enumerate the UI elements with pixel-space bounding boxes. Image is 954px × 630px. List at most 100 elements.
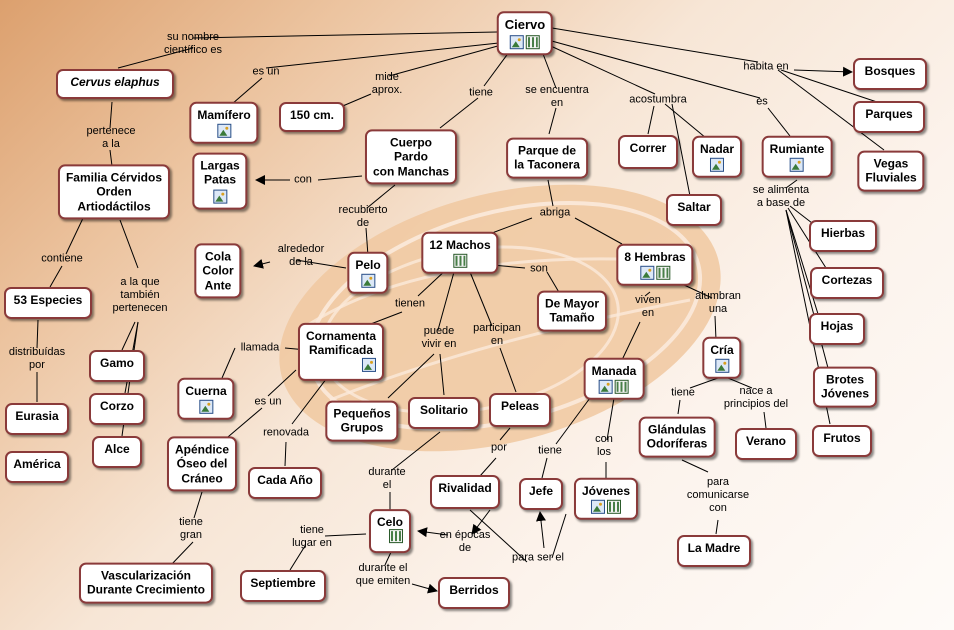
image-icon[interactable] bbox=[591, 500, 605, 515]
connector-line bbox=[499, 427, 511, 441]
node-nadar[interactable]: Nadar bbox=[691, 135, 743, 179]
node-correr[interactable]: Correr bbox=[618, 135, 678, 169]
node-hojas[interactable]: Hojas bbox=[809, 313, 865, 345]
connector-line bbox=[664, 103, 707, 139]
node-vegas-fluviales[interactable]: Vegas Fluviales bbox=[857, 150, 925, 192]
node-ciervo[interactable]: Ciervo bbox=[496, 11, 554, 55]
connector-line bbox=[541, 457, 548, 479]
node-corzo[interactable]: Corzo bbox=[89, 393, 145, 425]
image-icon[interactable] bbox=[709, 158, 724, 173]
node-cada-ano[interactable]: Cada Año bbox=[248, 467, 322, 499]
link-label-es-un-2: es un bbox=[254, 395, 282, 408]
node-cervus-elaphus[interactable]: Cervus elaphus bbox=[56, 69, 174, 99]
node-celo[interactable]: Celo bbox=[368, 509, 412, 553]
connector-line bbox=[284, 441, 287, 467]
node-apendice[interactable]: Apéndice Óseo del Cráneo bbox=[166, 436, 238, 492]
link-label-tiene: tiene bbox=[469, 86, 493, 99]
node-rumiante[interactable]: Rumiante bbox=[761, 135, 833, 179]
connector-line bbox=[437, 271, 455, 331]
node-brotes-jovenes[interactable]: Brotes Jóvenes bbox=[812, 366, 878, 408]
node-parque-taconera[interactable]: Parque de la Taconera bbox=[506, 137, 588, 179]
connector-line bbox=[469, 271, 493, 327]
connector-line bbox=[117, 47, 194, 69]
image-icon[interactable] bbox=[361, 274, 375, 289]
node-12-machos[interactable]: 12 Machos bbox=[421, 231, 499, 275]
node-septiembre[interactable]: Septiembre bbox=[240, 570, 326, 602]
node-familia[interactable]: Familia Cérvidos Orden Artiodáctilos bbox=[57, 164, 171, 220]
image-icon[interactable] bbox=[199, 400, 213, 415]
video-icon[interactable] bbox=[389, 529, 404, 544]
link-label-nace: nace a principios del bbox=[723, 384, 789, 410]
link-label-tiene-3: tiene bbox=[538, 444, 562, 457]
connector-line bbox=[763, 411, 767, 429]
link-label-tiene-lugar: tiene lugar en bbox=[292, 523, 332, 549]
link-label-mide: mide aprox. bbox=[371, 70, 403, 96]
connector-line bbox=[551, 513, 567, 559]
node-vascularizacion[interactable]: Vascularización Durante Crecimiento bbox=[78, 562, 214, 604]
video-icon[interactable] bbox=[526, 34, 540, 49]
image-icon[interactable] bbox=[217, 124, 231, 139]
node-berridos[interactable]: Berridos bbox=[438, 577, 510, 609]
node-de-mayor-tamano[interactable]: De Mayor Tamaño bbox=[536, 290, 608, 332]
image-icon[interactable] bbox=[510, 34, 524, 49]
node-la-madre[interactable]: La Madre bbox=[677, 535, 751, 567]
node-verano[interactable]: Verano bbox=[735, 428, 797, 460]
connector-line bbox=[121, 321, 136, 351]
node-hierbas[interactable]: Hierbas bbox=[809, 220, 877, 252]
video-icon[interactable] bbox=[615, 380, 629, 395]
connector-line bbox=[547, 179, 554, 207]
node-cria[interactable]: Cría bbox=[702, 336, 742, 380]
node-pequenos-grupos[interactable]: Pequeños Grupos bbox=[325, 400, 399, 442]
connector-line bbox=[715, 519, 719, 535]
link-label-tienen: tienen bbox=[395, 297, 425, 310]
node-solitario[interactable]: Solitario bbox=[408, 397, 480, 429]
node-eurasia[interactable]: Eurasia bbox=[5, 403, 69, 435]
link-label-tiene-2: tiene bbox=[671, 386, 695, 399]
video-icon[interactable] bbox=[607, 500, 621, 515]
image-icon[interactable] bbox=[212, 189, 227, 204]
node-cornamenta[interactable]: Cornamenta Ramificada bbox=[297, 322, 385, 382]
connector-line bbox=[265, 41, 509, 69]
link-label-contiene: contiene bbox=[41, 252, 83, 265]
node-peleas[interactable]: Peleas bbox=[489, 393, 551, 427]
node-jovenes[interactable]: Jóvenes bbox=[573, 477, 639, 521]
node-cuerna[interactable]: Cuerna bbox=[177, 377, 235, 421]
connector-line bbox=[366, 184, 396, 209]
node-pelo[interactable]: Pelo bbox=[347, 251, 389, 295]
link-label-habita: habita en bbox=[743, 60, 789, 73]
node-parques[interactable]: Parques bbox=[853, 101, 925, 133]
connector-line bbox=[574, 217, 623, 245]
node-mamifero[interactable]: Mamífero bbox=[189, 101, 259, 145]
node-jefe[interactable]: Jefe bbox=[519, 478, 563, 510]
node-cuerpo[interactable]: Cuerpo Pardo con Manchas bbox=[364, 129, 458, 185]
connector-line bbox=[109, 101, 113, 129]
image-icon[interactable] bbox=[715, 359, 729, 374]
video-icon[interactable] bbox=[452, 254, 467, 269]
node-largas-patas[interactable]: Largas Patas bbox=[192, 152, 248, 210]
link-label-alumbran: alumbran una bbox=[695, 289, 741, 315]
node-150cm[interactable]: 150 cm. bbox=[279, 102, 345, 132]
node-america[interactable]: América bbox=[5, 451, 69, 483]
node-cola[interactable]: Cola Color Ante bbox=[194, 243, 242, 299]
node-alce[interactable]: Alce bbox=[92, 436, 142, 468]
node-53-especies[interactable]: 53 Especies bbox=[4, 287, 92, 319]
connector-line bbox=[793, 66, 853, 77]
image-icon[interactable] bbox=[599, 380, 613, 395]
image-icon[interactable] bbox=[640, 266, 654, 281]
connector-line bbox=[681, 459, 709, 473]
connector-line bbox=[789, 205, 813, 224]
node-rivalidad[interactable]: Rivalidad bbox=[430, 475, 500, 509]
node-8-hembras[interactable]: 8 Hembras bbox=[616, 243, 694, 287]
node-manada[interactable]: Manada bbox=[583, 357, 645, 401]
node-cortezas[interactable]: Cortezas bbox=[810, 267, 884, 299]
node-glandulas[interactable]: Glándulas Odoríferas bbox=[638, 416, 716, 458]
node-gamo[interactable]: Gamo bbox=[89, 350, 145, 382]
image-icon[interactable] bbox=[790, 158, 804, 173]
image-icon[interactable] bbox=[362, 357, 377, 372]
node-saltar[interactable]: Saltar bbox=[666, 194, 722, 226]
node-frutos[interactable]: Frutos bbox=[812, 425, 872, 457]
connector-line bbox=[169, 541, 194, 567]
connector-line bbox=[193, 491, 203, 519]
video-icon[interactable] bbox=[656, 266, 670, 281]
node-bosques[interactable]: Bosques bbox=[853, 58, 927, 90]
